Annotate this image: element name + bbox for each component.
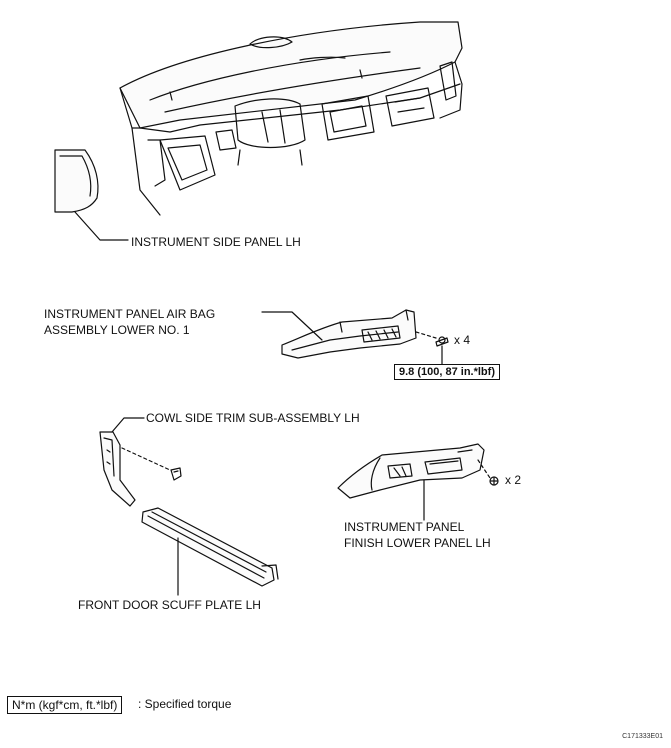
leader-cowl-trim [111, 417, 145, 433]
finish-lower-panel-drawing [337, 443, 485, 499]
label-finish-screw-quantity: x 2 [505, 473, 522, 487]
cowl-side-trim-drawing [99, 431, 136, 507]
dashed-line-cowl-clip [121, 447, 171, 471]
label-airbag-line-2: ASSEMBLY LOWER NO. 1 [44, 323, 190, 337]
legend-units-box: N*m (kgf*cm, ft.*lbf) [7, 696, 123, 714]
finish-screw-drawing [489, 476, 499, 486]
scuff-plate-drawing [141, 507, 279, 587]
leader-airbag [261, 311, 323, 341]
label-airbag-line-1: INSTRUMENT PANEL AIR BAG [44, 307, 216, 321]
label-finish-panel-line-1: INSTRUMENT PANEL [344, 520, 465, 534]
airbag-bolt-drawing [435, 336, 449, 347]
label-airbag-bolt-quantity: x 4 [454, 333, 471, 347]
label-finish-panel-line-2: FINISH LOWER PANEL LH [344, 536, 491, 550]
figure-code: C171333E01 [622, 733, 663, 740]
label-scuff-plate: FRONT DOOR SCUFF PLATE LH [78, 598, 261, 612]
leader-side-panel [74, 211, 129, 241]
torque-box: 9.8 (100, 87 in.*lbf) [394, 364, 500, 380]
dashed-line-airbag-bolt [415, 331, 437, 339]
cowl-clip-drawing [170, 467, 182, 481]
instrument-panel-drawing [119, 21, 463, 216]
instrument-side-panel-drawing [54, 149, 99, 213]
label-cowl-side-trim: COWL SIDE TRIM SUB-ASSEMBLY LH [146, 411, 360, 425]
label-instrument-side-panel: INSTRUMENT SIDE PANEL LH [131, 235, 301, 249]
airbag-assembly-drawing [281, 309, 417, 359]
legend-text: : Specified torque [138, 697, 232, 711]
dashed-line-finish-screw [477, 459, 491, 479]
